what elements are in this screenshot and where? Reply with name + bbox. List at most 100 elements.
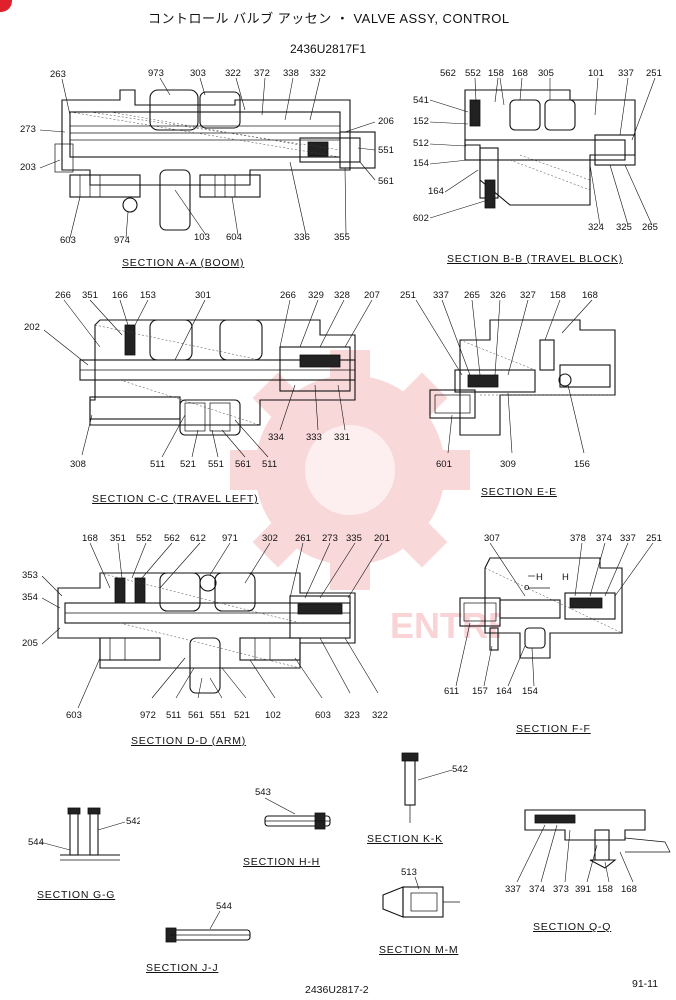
section-bb-title: SECTION B-B (TRAVEL BLOCK) — [447, 253, 623, 265]
svg-text:102: 102 — [265, 710, 281, 721]
page-title: コントロール バルブ アッセン ・ VALVE ASSY, CONTROL — [148, 11, 510, 26]
svg-text:552: 552 — [136, 533, 152, 544]
svg-text:158: 158 — [597, 884, 613, 895]
svg-text:301: 301 — [195, 290, 211, 301]
svg-text:168: 168 — [82, 533, 98, 544]
section-cc-drawing: 266 351 166 153 301 266 329 328 207 202 … — [24, 290, 380, 470]
svg-text:273: 273 — [20, 124, 36, 135]
svg-text:206: 206 — [378, 116, 394, 127]
svg-text:154: 154 — [522, 686, 538, 697]
svg-text:203: 203 — [20, 162, 36, 173]
svg-text:263: 263 — [50, 69, 66, 80]
section-ff-drawing: H o H 307 378 374 337 251 611 157 164 15… — [444, 533, 662, 697]
svg-text:521: 521 — [234, 710, 250, 721]
svg-text:322: 322 — [225, 68, 241, 79]
svg-text:205: 205 — [22, 638, 38, 649]
svg-text:164: 164 — [496, 686, 512, 697]
svg-text:561: 561 — [188, 710, 204, 721]
svg-text:303: 303 — [190, 68, 206, 79]
svg-text:551: 551 — [210, 710, 226, 721]
svg-text:323: 323 — [344, 710, 360, 721]
svg-text:511: 511 — [262, 459, 277, 470]
section-qq-drawing: 337 374 373 391 158 168 — [505, 809, 671, 895]
svg-text:974: 974 — [114, 235, 130, 246]
svg-text:302: 302 — [262, 533, 278, 544]
svg-text:154: 154 — [413, 158, 429, 169]
svg-text:266: 266 — [280, 290, 296, 301]
svg-text:326: 326 — [490, 290, 506, 301]
svg-text:972: 972 — [140, 710, 156, 721]
svg-text:374: 374 — [596, 533, 612, 544]
svg-text:973: 973 — [148, 68, 164, 79]
section-aa-title: SECTION A-A (BOOM) — [122, 257, 245, 269]
section-bb-drawing: 562 552 158 168 305 101 337 251 541 152 … — [413, 68, 662, 233]
svg-text:603: 603 — [315, 710, 331, 721]
section-hh-title: SECTION H-H — [243, 856, 321, 868]
svg-text:338: 338 — [283, 68, 299, 79]
svg-text:261: 261 — [295, 533, 311, 544]
page-number: 91-11 — [632, 978, 659, 990]
svg-text:351: 351 — [82, 290, 98, 301]
svg-text:513: 513 — [401, 867, 417, 878]
svg-text:156: 156 — [574, 459, 590, 470]
svg-text:273: 273 — [322, 533, 338, 544]
svg-text:158: 158 — [550, 290, 566, 301]
drawing-code: 2436U2817F1 — [290, 42, 367, 56]
svg-text:168: 168 — [621, 884, 637, 895]
svg-text:544: 544 — [28, 837, 44, 848]
section-jj-title: SECTION J-J — [146, 962, 219, 974]
section-kk-drawing: 542 — [401, 752, 468, 823]
svg-text:552: 552 — [465, 68, 481, 79]
svg-text:543: 543 — [255, 787, 271, 798]
svg-text:337: 337 — [620, 533, 636, 544]
section-kk-title: SECTION K-K — [367, 833, 443, 845]
svg-text:603: 603 — [66, 710, 82, 721]
svg-text:601: 601 — [436, 459, 452, 470]
section-gg-title: SECTION G-G — [37, 889, 116, 901]
svg-text:168: 168 — [512, 68, 528, 79]
svg-text:511: 511 — [150, 459, 165, 470]
svg-text:551: 551 — [208, 459, 224, 470]
section-ee-drawing: 251 337 265 326 327 158 168 601 309 156 — [400, 290, 616, 470]
svg-text:333: 333 — [306, 432, 322, 443]
svg-text:265: 265 — [464, 290, 480, 301]
svg-text:251: 251 — [646, 68, 662, 79]
svg-text:337: 337 — [505, 884, 521, 895]
svg-text:251: 251 — [400, 290, 416, 301]
svg-text:373: 373 — [553, 884, 569, 895]
svg-text:101: 101 — [588, 68, 604, 79]
svg-text:305: 305 — [538, 68, 554, 79]
svg-text:541: 541 — [413, 95, 429, 106]
section-ff-title: SECTION F-F — [516, 723, 591, 735]
svg-text:152: 152 — [413, 116, 429, 127]
section-gg-drawing: 544 542 — [28, 807, 140, 861]
svg-text:201: 201 — [374, 533, 390, 544]
svg-text:328: 328 — [334, 290, 350, 301]
svg-text:309: 309 — [500, 459, 516, 470]
svg-text:153: 153 — [140, 290, 156, 301]
section-ee-title: SECTION E-E — [481, 486, 557, 498]
svg-text:355: 355 — [334, 232, 350, 243]
svg-text:354: 354 — [22, 592, 38, 603]
svg-text:602: 602 — [413, 213, 429, 224]
svg-text:H: H — [536, 572, 543, 583]
svg-text:324: 324 — [588, 222, 604, 233]
drawing-number: 2436U2817-2 — [305, 984, 369, 996]
svg-text:168: 168 — [582, 290, 598, 301]
svg-text:611: 611 — [444, 686, 459, 697]
svg-text:251: 251 — [646, 533, 662, 544]
svg-text:335: 335 — [346, 533, 362, 544]
svg-text:334: 334 — [268, 432, 284, 443]
svg-text:521: 521 — [180, 459, 196, 470]
svg-text:971: 971 — [222, 533, 238, 544]
svg-text:561: 561 — [378, 176, 394, 187]
section-qq-title: SECTION Q-Q — [533, 921, 612, 933]
svg-text:207: 207 — [364, 290, 380, 301]
svg-text:337: 337 — [618, 68, 634, 79]
svg-text:612: 612 — [190, 533, 206, 544]
svg-text:327: 327 — [520, 290, 536, 301]
svg-text:336: 336 — [294, 232, 310, 243]
svg-text:103: 103 — [194, 232, 210, 243]
svg-text:604: 604 — [226, 232, 242, 243]
